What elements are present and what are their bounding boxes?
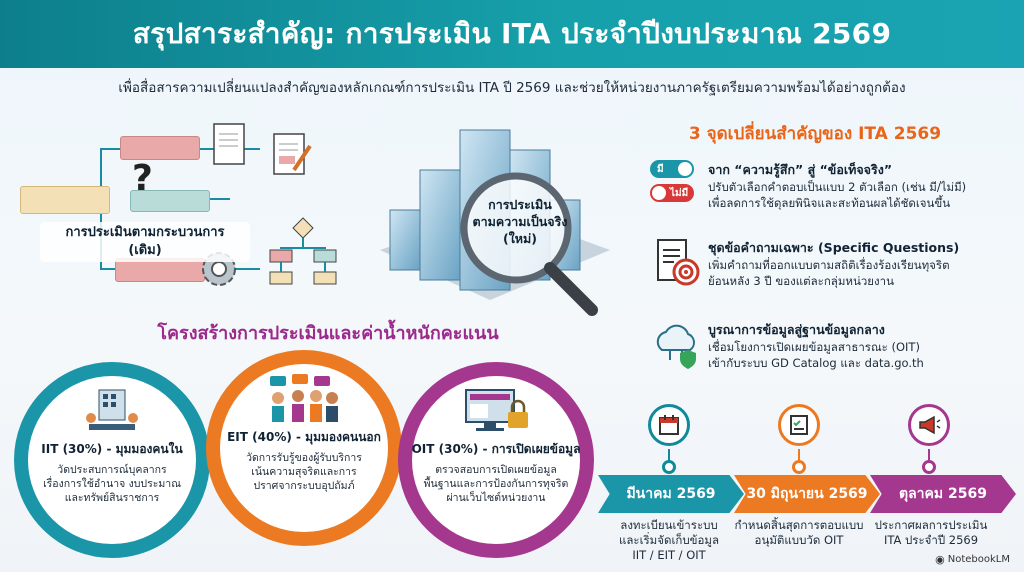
timeline-note: ลงทะเบียนเข้าระบบ และเริ่มจัดเก็บข้อมูล …: [618, 518, 720, 562]
header-banner: สรุปสาระสำคัญ: การประเมิน ITA ประจำปีงบป…: [0, 0, 1024, 68]
document-icon: [213, 123, 245, 165]
building-magnifier-illustration: [380, 129, 610, 316]
checklist-icon: [778, 404, 820, 446]
changes-title: 3 จุดเปลี่ยนสำคัญของ ITA 2569: [688, 124, 942, 144]
page-subtitle: เพื่อสื่อสารความเปลี่ยนแปลงสำคัญของหลักเ…: [118, 80, 906, 96]
circle-iit: IIT (30%) - มุมมองคนใน วัดประสบการณ์บุคล…: [14, 362, 210, 558]
flow-box-middle: [130, 190, 210, 212]
office-building-icon: [86, 389, 138, 430]
flow-box-left: [20, 186, 110, 214]
timeline-step-june: 30 มิถุนายน 2569: [734, 475, 880, 513]
calendar-icon: [648, 404, 690, 446]
circle-head: EIT (40%) - มุมมองคนนอก: [227, 430, 381, 444]
change-title: บูรณาการข้อมูลสู่ฐานข้อมูลกลาง: [708, 322, 885, 337]
timeline-step-october: ตุลาคม 2569: [870, 475, 1016, 513]
page-title: สรุปสาระสำคัญ: การประเมิน ITA ประจำปีงบป…: [132, 17, 892, 50]
flow-box-top: [120, 136, 200, 160]
change-title: จาก “ความรู้สึก” สู่ “ข้อเท็จจริง”: [708, 162, 893, 177]
circle-head: IIT (30%) - มุมมองคนใน: [41, 442, 183, 456]
old-method-label: การประเมินตามกระบวนการ (เดิม): [40, 222, 250, 262]
monitor-lock-icon: [465, 389, 528, 431]
flowchart-icon: [269, 217, 337, 285]
timeline-step-march: มีนาคม 2569: [598, 475, 744, 513]
structure-title: โครงสร้างการประเมินและค่าน้ำหนักคะแนน: [157, 323, 499, 344]
change-item-specific-questions: ชุดข้อคำถามเฉพาะ (Specific Questions) เพ…: [650, 238, 1010, 288]
people-speech-icon: [270, 374, 338, 422]
edit-document-icon: [273, 133, 312, 175]
change-item-fact-based: มี ไม่มี จาก “ความรู้สึก” สู่ “ข้อเท็จจร…: [650, 160, 1010, 210]
circle-eit: EIT (40%) - มุมมองคนนอก วัดการรับรู้ของผ…: [206, 350, 402, 546]
question-mark-icon: ?: [132, 158, 153, 199]
megaphone-icon: [908, 404, 950, 446]
change-desc: เพิ่มคำถามที่ออกแบบตามสถิติเรื่องร้องเรี…: [708, 258, 950, 288]
brand-watermark: ◉ NotebookLM: [935, 553, 1010, 566]
new-method-label: การประเมิน ตามความเป็นจริง (ใหม่): [472, 197, 568, 246]
circle-desc: วัดการรับรู้ของผู้รับบริการ เน้นความสุจร…: [246, 452, 362, 492]
toggle-switch-off-icon: ไม่มี: [650, 184, 694, 202]
cloud-shield-icon: [656, 324, 696, 369]
timeline-note: ประกาศผลการประเมิน ITA ประจำปี 2569: [874, 518, 988, 547]
notebook-logo-icon: ◉: [935, 553, 945, 566]
circle-desc: ตรวจสอบการเปิดเผยข้อมูล พื้นฐานและการป้อ…: [423, 464, 569, 504]
circle-head: OIT (30%) - การเปิดเผยข้อมูล: [411, 442, 581, 456]
change-item-data-integration: บูรณาการข้อมูลสู่ฐานข้อมูลกลาง เชื่อมโยง…: [650, 320, 1010, 370]
change-title: ชุดข้อคำถามเฉพาะ (Specific Questions): [708, 240, 960, 255]
circle-oit: OIT (30%) - การเปิดเผยข้อมูล ตรวจสอบการเ…: [398, 362, 594, 558]
toggle-switch-icon: มี: [650, 160, 694, 178]
change-desc: ปรับตัวเลือกคำตอบเป็นแบบ 2 ตัวเลือก (เช่…: [708, 180, 967, 210]
process-flow-illustration: ?: [20, 118, 340, 308]
timeline-note: กำหนดสิ้นสุดการตอบแบบ อนุมัติแบบวัด OIT: [734, 518, 864, 547]
document-target-icon: [657, 239, 700, 286]
circle-desc: วัดประสบการณ์บุคลากร เรื่องการใช้อำนาจ ง…: [43, 464, 181, 504]
change-desc: เชื่อมโยงการเปิดเผยข้อมูลสาธารณะ (OIT) เ…: [708, 340, 924, 370]
